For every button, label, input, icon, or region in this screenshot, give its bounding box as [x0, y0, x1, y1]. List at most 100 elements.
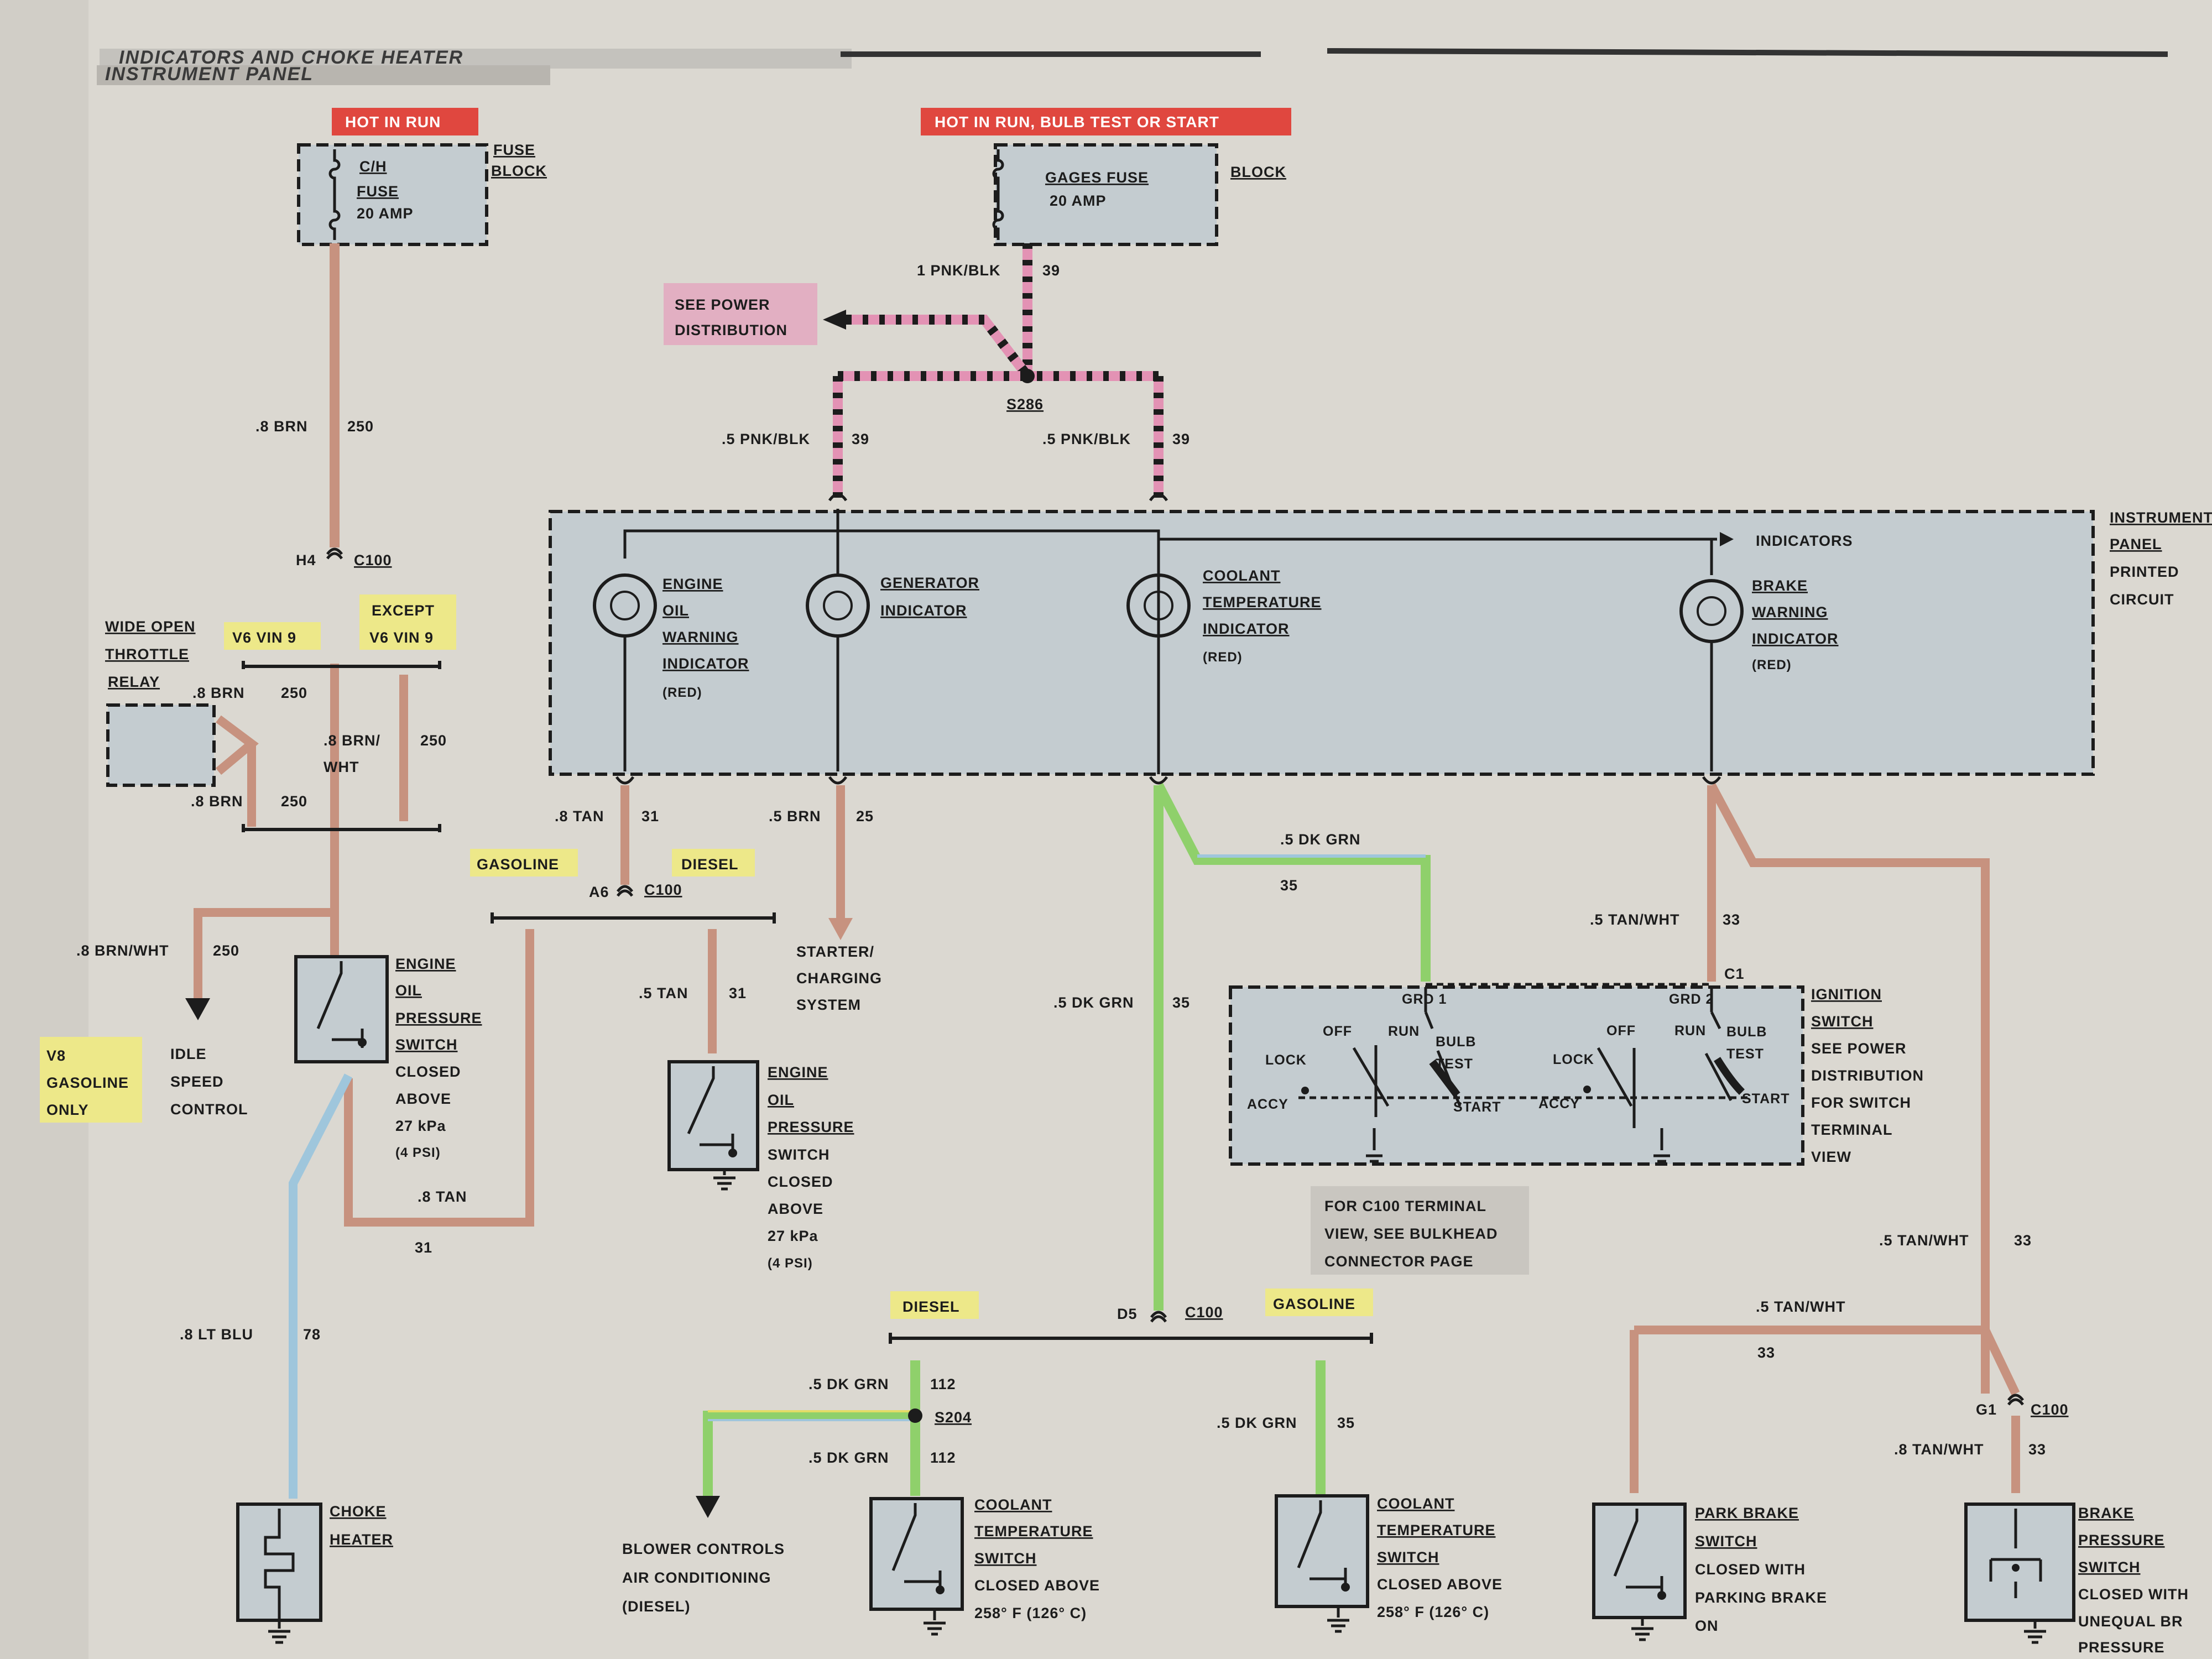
svg-text:FOR C100 TERMINAL: FOR C100 TERMINAL: [1324, 1198, 1486, 1214]
svg-text:33: 33: [2028, 1441, 2046, 1458]
svg-text:CLOSED ABOVE: CLOSED ABOVE: [1377, 1576, 1503, 1593]
see-power-distribution: SEE POWER DISTRIBUTION: [664, 283, 846, 345]
svg-text:INSTRUMENT: INSTRUMENT: [2110, 509, 2212, 526]
svg-text:OFF: OFF: [1606, 1023, 1636, 1039]
svg-text:C100: C100: [2031, 1401, 2069, 1418]
wide-open-throttle-relay: WIDE OPEN THROTTLE RELAY: [105, 618, 216, 787]
svg-text:INDICATOR: INDICATOR: [1752, 630, 1839, 647]
svg-text:ENGINE: ENGINE: [395, 956, 456, 972]
svg-text:LOCK: LOCK: [1553, 1052, 1594, 1067]
svg-text:INDICATOR: INDICATOR: [662, 655, 749, 672]
svg-text:COOLANT: COOLANT: [974, 1496, 1052, 1513]
svg-text:ENGINE: ENGINE: [768, 1064, 828, 1081]
svg-text:CLOSED ABOVE: CLOSED ABOVE: [974, 1577, 1100, 1594]
fuse-icon: [328, 149, 341, 240]
svg-text:39: 39: [1042, 262, 1060, 279]
svg-text:STARTER/: STARTER/: [796, 943, 874, 960]
svg-text:CLOSED: CLOSED: [768, 1173, 833, 1190]
connector-labels: H4 C100 A6 C100 D5 C100 G1 C100 C1: [296, 552, 2069, 1418]
page-gutter: [0, 0, 88, 1659]
svg-text:VIEW: VIEW: [1811, 1149, 1851, 1165]
svg-text:ON: ON: [1695, 1618, 1719, 1634]
svg-text:PRESSURE: PRESSURE: [395, 1010, 482, 1026]
svg-text:BLOWER CONTROLS: BLOWER CONTROLS: [622, 1541, 785, 1557]
page-title: INSTRUMENT PANEL: [105, 64, 314, 85]
svg-text:SWITCH: SWITCH: [395, 1036, 457, 1053]
svg-text:HOT IN RUN: HOT IN RUN: [345, 113, 441, 131]
coolant-bulb-icon: [1126, 573, 1191, 638]
svg-text:SPEED: SPEED: [170, 1073, 224, 1090]
engine-oil-indicator-label: ENGINE OIL WARNING INDICATOR (RED): [662, 576, 749, 700]
svg-text:COOLANT: COOLANT: [1203, 567, 1280, 584]
svg-text:25: 25: [856, 808, 874, 825]
hot-in-run-tag: HOT IN RUN: [332, 108, 478, 135]
svg-text:ACCY: ACCY: [1247, 1097, 1288, 1112]
svg-text:CONTROL: CONTROL: [170, 1101, 248, 1118]
svg-text:LOCK: LOCK: [1265, 1052, 1307, 1068]
svg-text:V8: V8: [46, 1047, 66, 1064]
svg-text:OFF: OFF: [1323, 1024, 1352, 1039]
svg-text:FUSE: FUSE: [357, 183, 399, 200]
svg-text:INDICATOR: INDICATOR: [880, 602, 967, 619]
svg-text:GASOLINE: GASOLINE: [1273, 1296, 1355, 1312]
svg-text:RUN: RUN: [1674, 1023, 1706, 1039]
svg-text:.8 TAN/WHT: .8 TAN/WHT: [1894, 1441, 1984, 1458]
svg-text:WARNING: WARNING: [1752, 604, 1828, 620]
hot-in-run-bulb-test-tag: HOT IN RUN, BULB TEST OR START: [921, 108, 1291, 135]
svg-text:SWITCH: SWITCH: [1377, 1549, 1439, 1566]
coolant-indicator-label: COOLANT TEMPERATURE INDICATOR (RED): [1203, 567, 1321, 665]
svg-text:(RED): (RED): [1203, 650, 1243, 665]
svg-text:A6: A6: [589, 884, 609, 900]
svg-text:PRESSURE: PRESSURE: [2078, 1532, 2165, 1548]
svg-text:START: START: [1742, 1091, 1790, 1107]
svg-text:ABOVE: ABOVE: [768, 1201, 823, 1217]
svg-text:ABOVE: ABOVE: [395, 1091, 451, 1107]
svg-text:OIL: OIL: [395, 982, 422, 999]
svg-text:PANEL: PANEL: [2110, 536, 2162, 552]
connector-pins: [326, 493, 2025, 1406]
svg-text:.5 TAN/WHT: .5 TAN/WHT: [1590, 911, 1679, 928]
svg-text:39: 39: [1172, 431, 1190, 447]
svg-text:.8 BRN/: .8 BRN/: [324, 732, 380, 749]
svg-text:OIL: OIL: [768, 1092, 794, 1108]
svg-text:.8 BRN/WHT: .8 BRN/WHT: [76, 942, 169, 959]
svg-text:FOR SWITCH: FOR SWITCH: [1811, 1094, 1911, 1111]
generator-indicator-label: GENERATOR INDICATOR: [880, 575, 979, 619]
svg-text:.5 DK GRN: .5 DK GRN: [1053, 994, 1134, 1011]
svg-text:33: 33: [1757, 1344, 1775, 1361]
svg-text:PRESSURE: PRESSURE: [2078, 1639, 2165, 1656]
svg-text:.5 TAN/WHT: .5 TAN/WHT: [1879, 1232, 1969, 1249]
svg-text:20 AMP: 20 AMP: [357, 205, 414, 222]
svg-text:(RED): (RED): [662, 685, 702, 700]
svg-text:SYSTEM: SYSTEM: [796, 997, 861, 1013]
svg-text:250: 250: [347, 418, 374, 435]
splice-s286-label: S286: [1006, 396, 1044, 413]
svg-text:258° F (126° C): 258° F (126° C): [1377, 1604, 1489, 1620]
svg-text:250: 250: [281, 685, 307, 701]
svg-text:CHOKE: CHOKE: [330, 1503, 387, 1520]
svg-text:DIESEL: DIESEL: [681, 856, 739, 873]
svg-text:FUSE: FUSE: [493, 142, 535, 158]
svg-text:ENGINE: ENGINE: [662, 576, 723, 592]
svg-text:.5 PNK/BLK: .5 PNK/BLK: [1042, 431, 1131, 447]
wires: [194, 243, 2020, 1518]
oil-pressure-switch-diesel: ENGINE OIL PRESSURE SWITCH CLOSED ABOVE …: [667, 1060, 854, 1271]
svg-text:TEMPERATURE: TEMPERATURE: [974, 1523, 1093, 1540]
svg-text:33: 33: [2014, 1232, 2032, 1249]
svg-text:.5 DK GRN: .5 DK GRN: [1280, 831, 1361, 848]
svg-text:.5 DK GRN: .5 DK GRN: [1217, 1415, 1297, 1431]
harness-brackets: [242, 661, 1373, 1344]
svg-text:.8 BRN: .8 BRN: [192, 685, 245, 701]
svg-text:ONLY: ONLY: [46, 1102, 89, 1118]
svg-text:CLOSED WITH: CLOSED WITH: [2078, 1586, 2189, 1603]
svg-text:OIL: OIL: [662, 602, 689, 619]
variant-labels: V6 VIN 9 EXCEPT V6 VIN 9 GASOLINE DIESEL…: [40, 594, 1373, 1319]
svg-text:(4 PSI): (4 PSI): [768, 1256, 813, 1271]
splice-s286: [1020, 369, 1035, 383]
svg-text:.8 BRN: .8 BRN: [191, 793, 243, 810]
gages-fuse: GAGES FUSE 20 AMP BLOCK: [992, 143, 1286, 246]
svg-text:AIR CONDITIONING: AIR CONDITIONING: [622, 1569, 771, 1586]
svg-text:G1: G1: [1976, 1401, 1997, 1418]
brake-bulb-icon: [1679, 539, 1744, 771]
